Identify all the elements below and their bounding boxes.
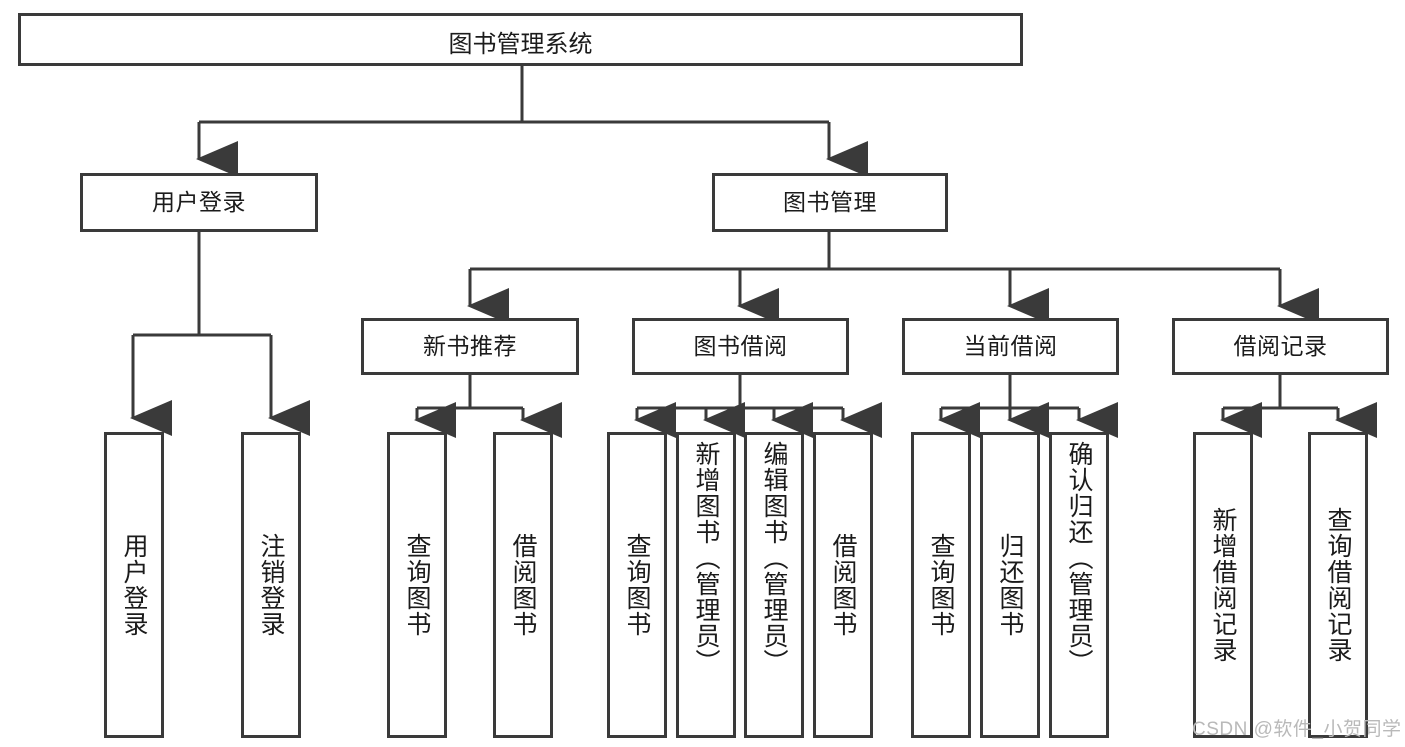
leaf-book-borrow-edit[interactable]: 编辑图书（管理员） [744,432,804,738]
node-root-system[interactable]: 图书管理系统 [18,13,1023,66]
leaf-new-book-borrow[interactable]: 借阅图书 [493,432,553,738]
leaf-current-borrow-return[interactable]: 归还图书 [980,432,1040,738]
leaf-borrow-record-query[interactable]: 查询借阅记录 [1308,432,1368,738]
node-book-borrow[interactable]: 图书借阅 [632,318,849,375]
leaf-new-book-query[interactable]: 查询图书 [387,432,447,738]
leaf-book-borrow-lend[interactable]: 借阅图书 [813,432,873,738]
leaf-user-login-logout[interactable]: 注销登录 [241,432,301,738]
leaf-book-borrow-query[interactable]: 查询图书 [607,432,667,738]
node-new-book-recommend[interactable]: 新书推荐 [361,318,579,375]
leaf-user-login-login[interactable]: 用户登录 [104,432,164,738]
leaf-current-borrow-confirm-return[interactable]: 确认归还（管理员） [1049,432,1109,738]
node-current-borrow[interactable]: 当前借阅 [902,318,1119,375]
node-book-management[interactable]: 图书管理 [712,173,948,232]
leaf-borrow-record-add[interactable]: 新增借阅记录 [1193,432,1253,738]
node-borrow-record[interactable]: 借阅记录 [1172,318,1389,375]
leaf-current-borrow-query[interactable]: 查询图书 [911,432,971,738]
leaf-book-borrow-add[interactable]: 新增图书（管理员） [676,432,736,738]
node-user-login[interactable]: 用户登录 [80,173,318,232]
watermark-text: CSDN @软件_小贺同学 [1192,719,1402,740]
